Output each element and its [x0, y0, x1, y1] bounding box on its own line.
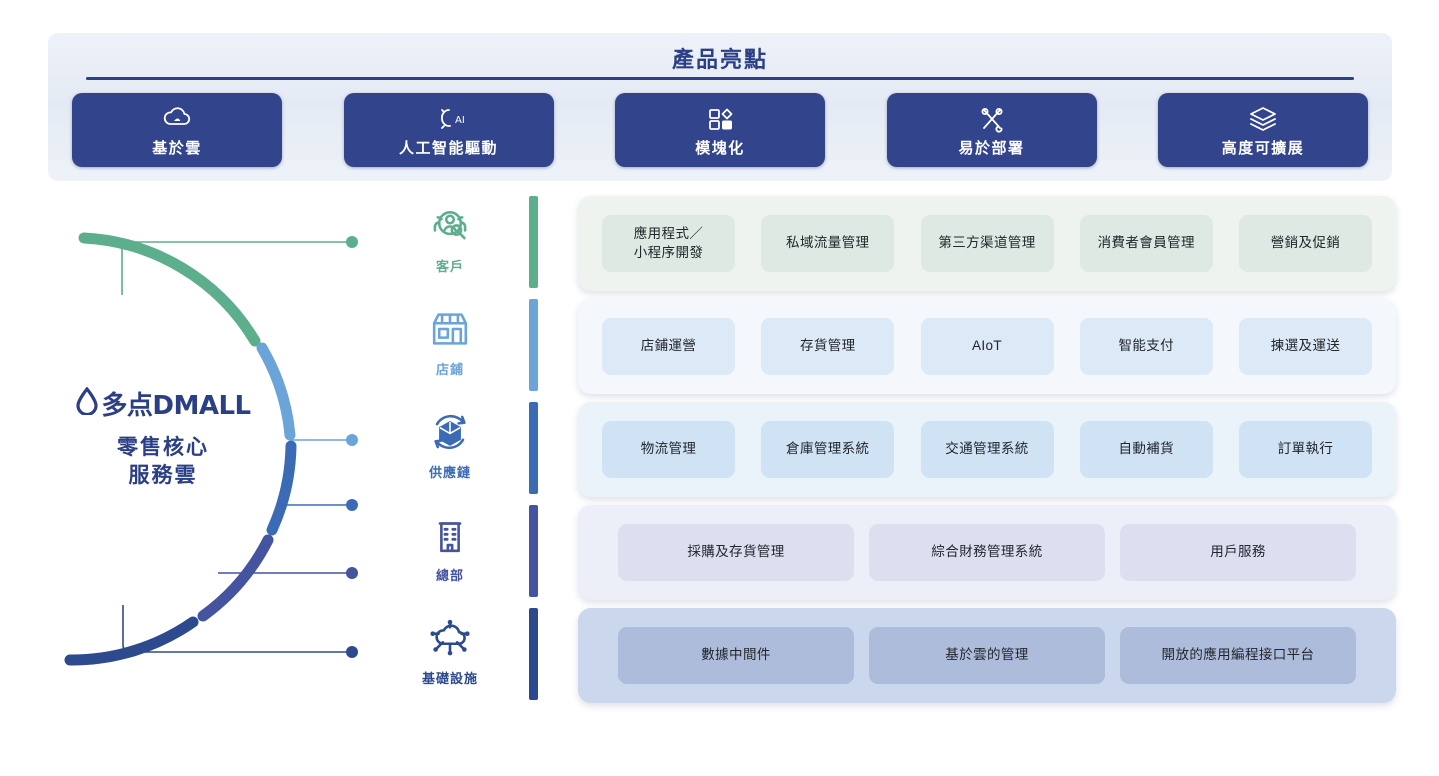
capability-chip[interactable]: 數據中間件	[618, 627, 854, 684]
capability-row-inner: 數據中間件基於雲的管理開放的應用編程接口平台	[578, 627, 1396, 684]
brand-logo-text: 多点DMALL	[101, 391, 251, 421]
capability-chip[interactable]: 交通管理系統	[920, 421, 1054, 478]
cloud-icon: ☁	[161, 103, 193, 135]
storefront-icon	[427, 303, 473, 355]
layer-accent-bar-infrastructure	[529, 608, 538, 700]
highlight-button-label: 基於雲	[152, 139, 202, 157]
layers-icon	[1247, 103, 1279, 135]
capability-chip[interactable]: 開放的應用編程接口平台	[1120, 627, 1356, 684]
capability-chip[interactable]: 店鋪運營	[602, 318, 735, 375]
highlight-button-2[interactable]: AI 人工智能驅動	[343, 93, 554, 167]
capability-chip[interactable]: 存貨管理	[761, 318, 895, 375]
arc-endpoint-dot	[346, 567, 358, 579]
layer-accent-bar-supply-chain	[529, 402, 538, 494]
capability-chip[interactable]: 用戶服務	[1120, 524, 1356, 581]
capability-chip[interactable]: 第三方渠道管理	[920, 215, 1054, 272]
supply-box-icon	[427, 406, 473, 458]
retail-core-arc-diagram: 多点DMALL 零售核心 服務雲	[40, 190, 380, 710]
layer-icon-headquarters[interactable]: 總部	[404, 509, 496, 595]
capability-row-inner: 物流管理倉庫管理系統交通管理系統自動補貨訂單執行	[578, 421, 1396, 478]
office-building-icon	[427, 509, 473, 561]
capability-chip[interactable]: 綜合財務管理系統	[869, 524, 1105, 581]
highlight-button-label: 易於部署	[958, 139, 1025, 157]
capability-row-supply-chain: 物流管理倉庫管理系統交通管理系統自動補貨訂單執行	[578, 402, 1396, 497]
capability-row-inner: 應用程式／小程序開發私域流量管理第三方渠道管理消費者會員管理營銷及促銷	[578, 215, 1396, 272]
capability-chip[interactable]: 基於雲的管理	[869, 627, 1105, 684]
highlight-button-3[interactable]: 模塊化	[615, 93, 825, 167]
capability-chip[interactable]: 倉庫管理系統	[761, 421, 895, 478]
layer-accent-bar-store	[529, 299, 538, 391]
layer-icon-label: 供應鏈	[428, 465, 471, 480]
modules-icon	[704, 103, 736, 135]
brand-subtitle-line1: 零售核心	[117, 436, 209, 459]
capability-chip[interactable]: 採購及存貨管理	[618, 524, 854, 581]
ai-brain-icon: AI	[433, 103, 465, 135]
capability-chip[interactable]: 營銷及促銷	[1239, 215, 1372, 272]
layer-icon-label: 總部	[435, 568, 464, 583]
capability-row-store: 店鋪運營存貨管理 AIoT 智能支付揀選及運送	[578, 299, 1396, 394]
arc-endpoint-dot	[346, 499, 358, 511]
product-highlights-panel: 產品亮點 ☁ 基於雲 AI 人工智能驅動 模塊化 易於部署	[48, 33, 1392, 181]
capability-chip[interactable]: 消費者會員管理	[1079, 215, 1213, 272]
layer-icon-label: 基礎設施	[421, 671, 478, 686]
capability-chip[interactable]: 私域流量管理	[761, 215, 895, 272]
layer-icon-column: 客戶 店鋪 供應鏈 總部	[404, 196, 496, 708]
title-divider	[86, 77, 1354, 80]
brand-logo: 多点DMALL	[58, 385, 268, 422]
layer-icon-supply-chain[interactable]: 供應鏈	[404, 406, 496, 492]
highlight-button-label: 高度可擴展	[1221, 139, 1305, 157]
brand-block: 多点DMALL 零售核心 服務雲	[58, 385, 268, 491]
highlight-button-label: 人工智能驅動	[398, 139, 498, 157]
svg-text:☁: ☁	[174, 115, 181, 123]
capability-row-headquarters: 採購及存貨管理綜合財務管理系統用戶服務	[578, 505, 1396, 600]
capability-chip[interactable]: 揀選及運送	[1239, 318, 1372, 375]
capability-chip[interactable]: 應用程式／小程序開發	[602, 215, 735, 272]
highlight-button-5[interactable]: 高度可擴展	[1158, 93, 1368, 167]
highlight-button-row: ☁ 基於雲 AI 人工智能驅動 模塊化 易於部署 高度可擴展	[72, 91, 1368, 169]
water-drop-icon	[75, 386, 99, 420]
capability-chip[interactable]: 自動補貨	[1079, 421, 1213, 478]
capability-row-customer: 應用程式／小程序開發私域流量管理第三方渠道管理消費者會員管理營銷及促銷	[578, 196, 1396, 291]
layer-icon-label: 店鋪	[435, 362, 464, 377]
layer-icon-label: 客戶	[435, 259, 464, 274]
layer-accent-bar-customer	[529, 196, 538, 288]
cloud-network-icon	[427, 612, 473, 664]
layer-icon-customer[interactable]: 客戶	[404, 200, 496, 286]
page-title: 產品亮點	[671, 47, 768, 72]
arc-connector-graphic	[64, 232, 358, 666]
svg-text:AI: AI	[455, 115, 465, 126]
arc-endpoint-dot	[346, 646, 358, 658]
capability-row-inner: 店鋪運營存貨管理 AIoT 智能支付揀選及運送	[578, 318, 1396, 375]
capability-chip[interactable]: 智能支付	[1079, 318, 1213, 375]
capability-row-inner: 採購及存貨管理綜合財務管理系統用戶服務	[578, 524, 1396, 581]
capability-chip[interactable]: 訂單執行	[1239, 421, 1372, 478]
layer-icon-store[interactable]: 店鋪	[404, 303, 496, 389]
layer-accent-bar-headquarters	[529, 505, 538, 597]
capability-row-infrastructure: 數據中間件基於雲的管理開放的應用編程接口平台	[578, 608, 1396, 703]
highlight-button-4[interactable]: 易於部署	[886, 93, 1097, 167]
highlight-button-label: 模塊化	[695, 139, 745, 157]
arc-endpoint-dot	[346, 236, 358, 248]
highlight-button-1[interactable]: ☁ 基於雲	[72, 93, 282, 167]
brand-subtitle: 零售核心 服務雲	[58, 434, 268, 491]
layer-icon-infrastructure[interactable]: 基礎設施	[404, 612, 496, 698]
tools-icon	[976, 103, 1008, 135]
capability-chip[interactable]: 物流管理	[602, 421, 735, 478]
brand-subtitle-line2: 服務雲	[128, 464, 198, 488]
arc-endpoint-dot	[346, 434, 358, 446]
capability-chip[interactable]: AIoT	[920, 318, 1054, 375]
customers-search-icon	[427, 200, 473, 252]
